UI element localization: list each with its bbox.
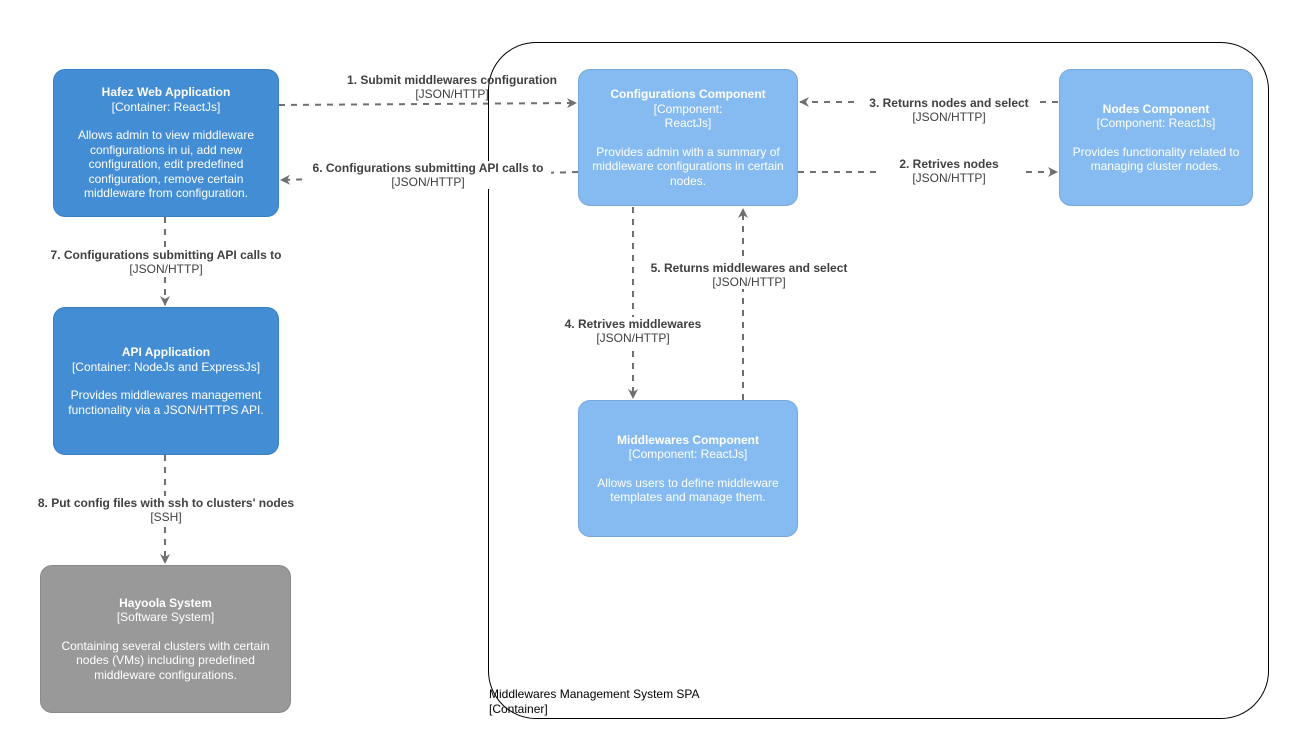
node-type-line2: ReactJs]	[664, 116, 712, 130]
system-boundary	[488, 42, 1269, 719]
edge-2-label: 2. Retrives nodes [JSON/HTTP]	[878, 157, 1020, 185]
node-type: [Component: ReactJs]	[628, 447, 748, 461]
edge-label-tech: [JSON/HTTP]	[129, 262, 203, 276]
edge-label-text: 2. Retrives nodes	[899, 157, 999, 171]
node-hafez-web-application[interactable]: Hafez Web Application [Container: ReactJ…	[53, 69, 279, 217]
node-configurations-component[interactable]: Configurations Component [Component: Rea…	[578, 69, 798, 206]
edge-label-text: 6. Configurations submitting API calls t…	[312, 161, 544, 175]
node-type: [Component: ReactJs]	[1096, 116, 1216, 130]
node-nodes-component[interactable]: Nodes Component [Component: ReactJs] Pro…	[1059, 69, 1253, 206]
node-middlewares-component[interactable]: Middlewares Component [Component: ReactJ…	[578, 400, 798, 537]
node-title: Middlewares Component	[616, 432, 759, 447]
node-title: Hafez Web Application	[101, 85, 231, 100]
node-title: Configurations Component	[610, 87, 766, 101]
node-description: Provides functionality related to managi…	[1072, 144, 1240, 174]
edge-label-tech: [JSON/HTTP]	[596, 331, 670, 345]
node-title: Hayoola System	[119, 595, 212, 610]
edge-label-tech: [JSON/HTTP]	[415, 87, 489, 101]
boundary-type: [Container]	[489, 702, 548, 716]
edge-label-tech: [JSON/HTTP]	[712, 275, 786, 289]
edge-label-tech: [JSON/HTTP]	[912, 110, 986, 124]
node-title: Nodes Component	[1102, 101, 1210, 116]
edge-4-label: 4. Retrives middlewares [JSON/HTTP]	[548, 317, 718, 345]
edge-8-label: 8. Put config files with ssh to clusters…	[31, 496, 301, 524]
edge-label-tech: [JSON/HTTP]	[912, 171, 986, 185]
edge-label-text: 3. Returns nodes and select	[869, 96, 1029, 110]
node-hayoola-system[interactable]: Hayoola System [Software System] Contain…	[40, 565, 291, 713]
boundary-name: Middlewares Management System SPA	[489, 687, 700, 701]
edge-label-text: 5. Returns middlewares and select	[650, 261, 848, 275]
node-api-application[interactable]: API Application [Container: NodeJs and E…	[53, 307, 279, 455]
edge-6-label: 6. Configurations submitting API calls t…	[305, 161, 551, 189]
edge-1-label: 1. Submit middlewares configuration [JSO…	[335, 73, 569, 101]
node-description: Allows users to define middleware templa…	[597, 475, 779, 505]
node-description: Allows admin to view middleware configur…	[77, 128, 255, 201]
edge-5-label: 5. Returns middlewares and select [JSON/…	[640, 261, 858, 289]
node-description: Provides middlewares management function…	[68, 388, 264, 417]
edge-label-tech: [JSON/HTTP]	[391, 175, 465, 189]
node-type: [Container: ReactJs]	[111, 99, 221, 114]
node-type: [Software System]	[116, 610, 215, 625]
edge-7-label: 7. Configurations submitting API calls t…	[46, 248, 286, 276]
edge-label-text: 4. Retrives middlewares	[564, 317, 702, 331]
edge-label-text: 1. Submit middlewares configuration	[346, 73, 558, 87]
node-type-line1: [Component:	[653, 101, 723, 116]
node-description: Containing several clusters with certain…	[61, 638, 270, 682]
edge-3-label: 3. Returns nodes and select [JSON/HTTP]	[858, 96, 1040, 124]
node-description: Provides admin with a summary of middlew…	[592, 144, 784, 188]
node-type: [Container: NodeJs and ExpressJs]	[71, 359, 261, 374]
boundary-label: Middlewares Management System SPA [Conta…	[489, 687, 700, 717]
edge-label-tech: [SSH]	[150, 510, 182, 524]
node-title: API Application	[121, 345, 211, 359]
edge-label-text: 7. Configurations submitting API calls t…	[50, 248, 282, 262]
edge-label-text: 8. Put config files with ssh to clusters…	[37, 496, 295, 510]
edge-1-line	[278, 98, 577, 109]
